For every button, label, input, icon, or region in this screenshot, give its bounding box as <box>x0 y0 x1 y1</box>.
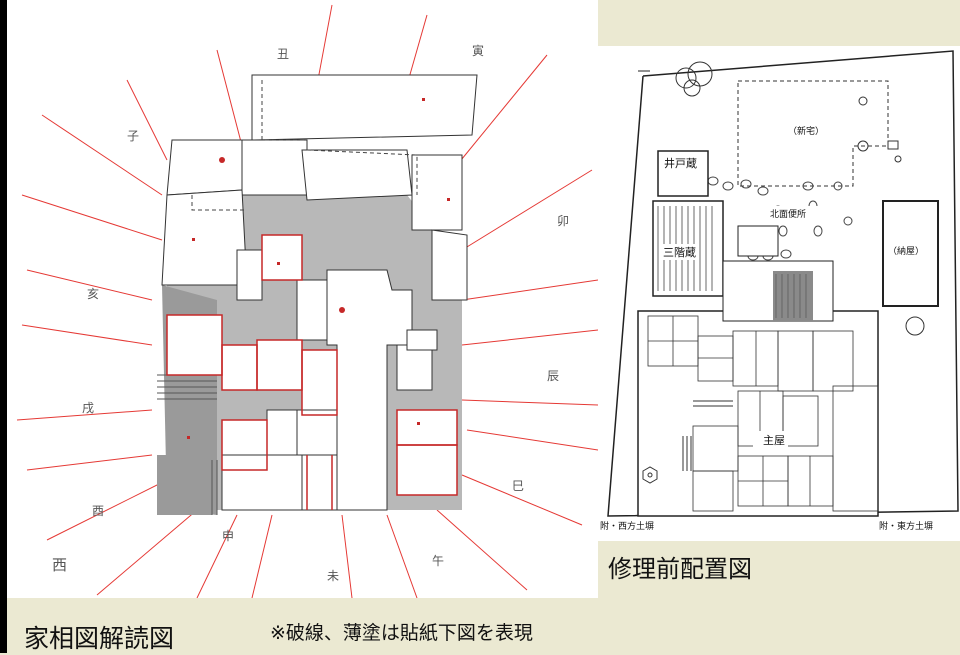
new-house-outline <box>737 80 889 187</box>
direction-glyphs: 丑 寅 子 卯 亥 辰 戌 巳 酉 申 未 午 西 <box>52 43 569 583</box>
label-west-wall: 附・西方土塀 <box>600 520 654 532</box>
direction-mi: 巳 <box>512 479 524 493</box>
direction-tatsu: 辰 <box>547 369 559 383</box>
barn-outline <box>882 200 939 307</box>
kaso-diagram: 丑 寅 子 卯 亥 辰 戌 巳 酉 申 未 午 西 <box>7 0 599 599</box>
direction-lines <box>16 4 599 599</box>
direction-u: 卯 <box>557 214 569 228</box>
three-storey-store <box>652 200 724 297</box>
direction-i: 亥 <box>87 287 99 301</box>
caption-kaso-diagram: 家相図解読図 <box>24 624 175 653</box>
north-toilet-outline <box>737 225 779 257</box>
label-barn: （納屋） <box>888 245 924 257</box>
label-new-house: （新宅） <box>788 125 824 137</box>
direction-saru: 申 <box>222 529 234 543</box>
direction-tora: 寅 <box>472 43 484 58</box>
kaso-diagram-svg: 丑 寅 子 卯 亥 辰 戌 巳 酉 申 未 午 西 <box>16 4 599 599</box>
label-three-storey-store: 三階蔵 <box>663 245 696 259</box>
site-symbols <box>642 140 902 484</box>
site-plan-before-repair: （新宅） 井戸蔵 三階蔵 <box>598 46 960 541</box>
main-house <box>637 260 879 517</box>
well-storehouse-outline <box>657 150 709 197</box>
site-plan-svg: （新宅） 井戸蔵 三階蔵 <box>600 50 959 532</box>
site-boundary <box>607 50 959 517</box>
label-well-storehouse: 井戸蔵 <box>664 156 697 170</box>
label-east-wall: 附・東方土塀 <box>879 520 933 532</box>
caption-note: ※破線、薄塗は貼紙下図を表現 <box>270 622 533 644</box>
left-panel-frame <box>0 0 7 653</box>
label-main-house: 主屋 <box>763 434 785 447</box>
direction-hitsuji: 未 <box>327 569 339 583</box>
direction-uma: 午 <box>432 554 444 568</box>
caption-site-plan: 修理前配置図 <box>608 555 752 583</box>
trees <box>675 61 925 336</box>
floor-plan <box>157 74 478 515</box>
direction-inu: 戌 <box>82 401 94 415</box>
direction-ne: 子 <box>127 129 139 143</box>
direction-ushi: 丑 <box>277 47 289 61</box>
label-north-toilet: 北面便所 <box>770 208 806 220</box>
direction-tori: 酉 <box>92 504 104 518</box>
direction-nishi: 西 <box>52 556 67 574</box>
